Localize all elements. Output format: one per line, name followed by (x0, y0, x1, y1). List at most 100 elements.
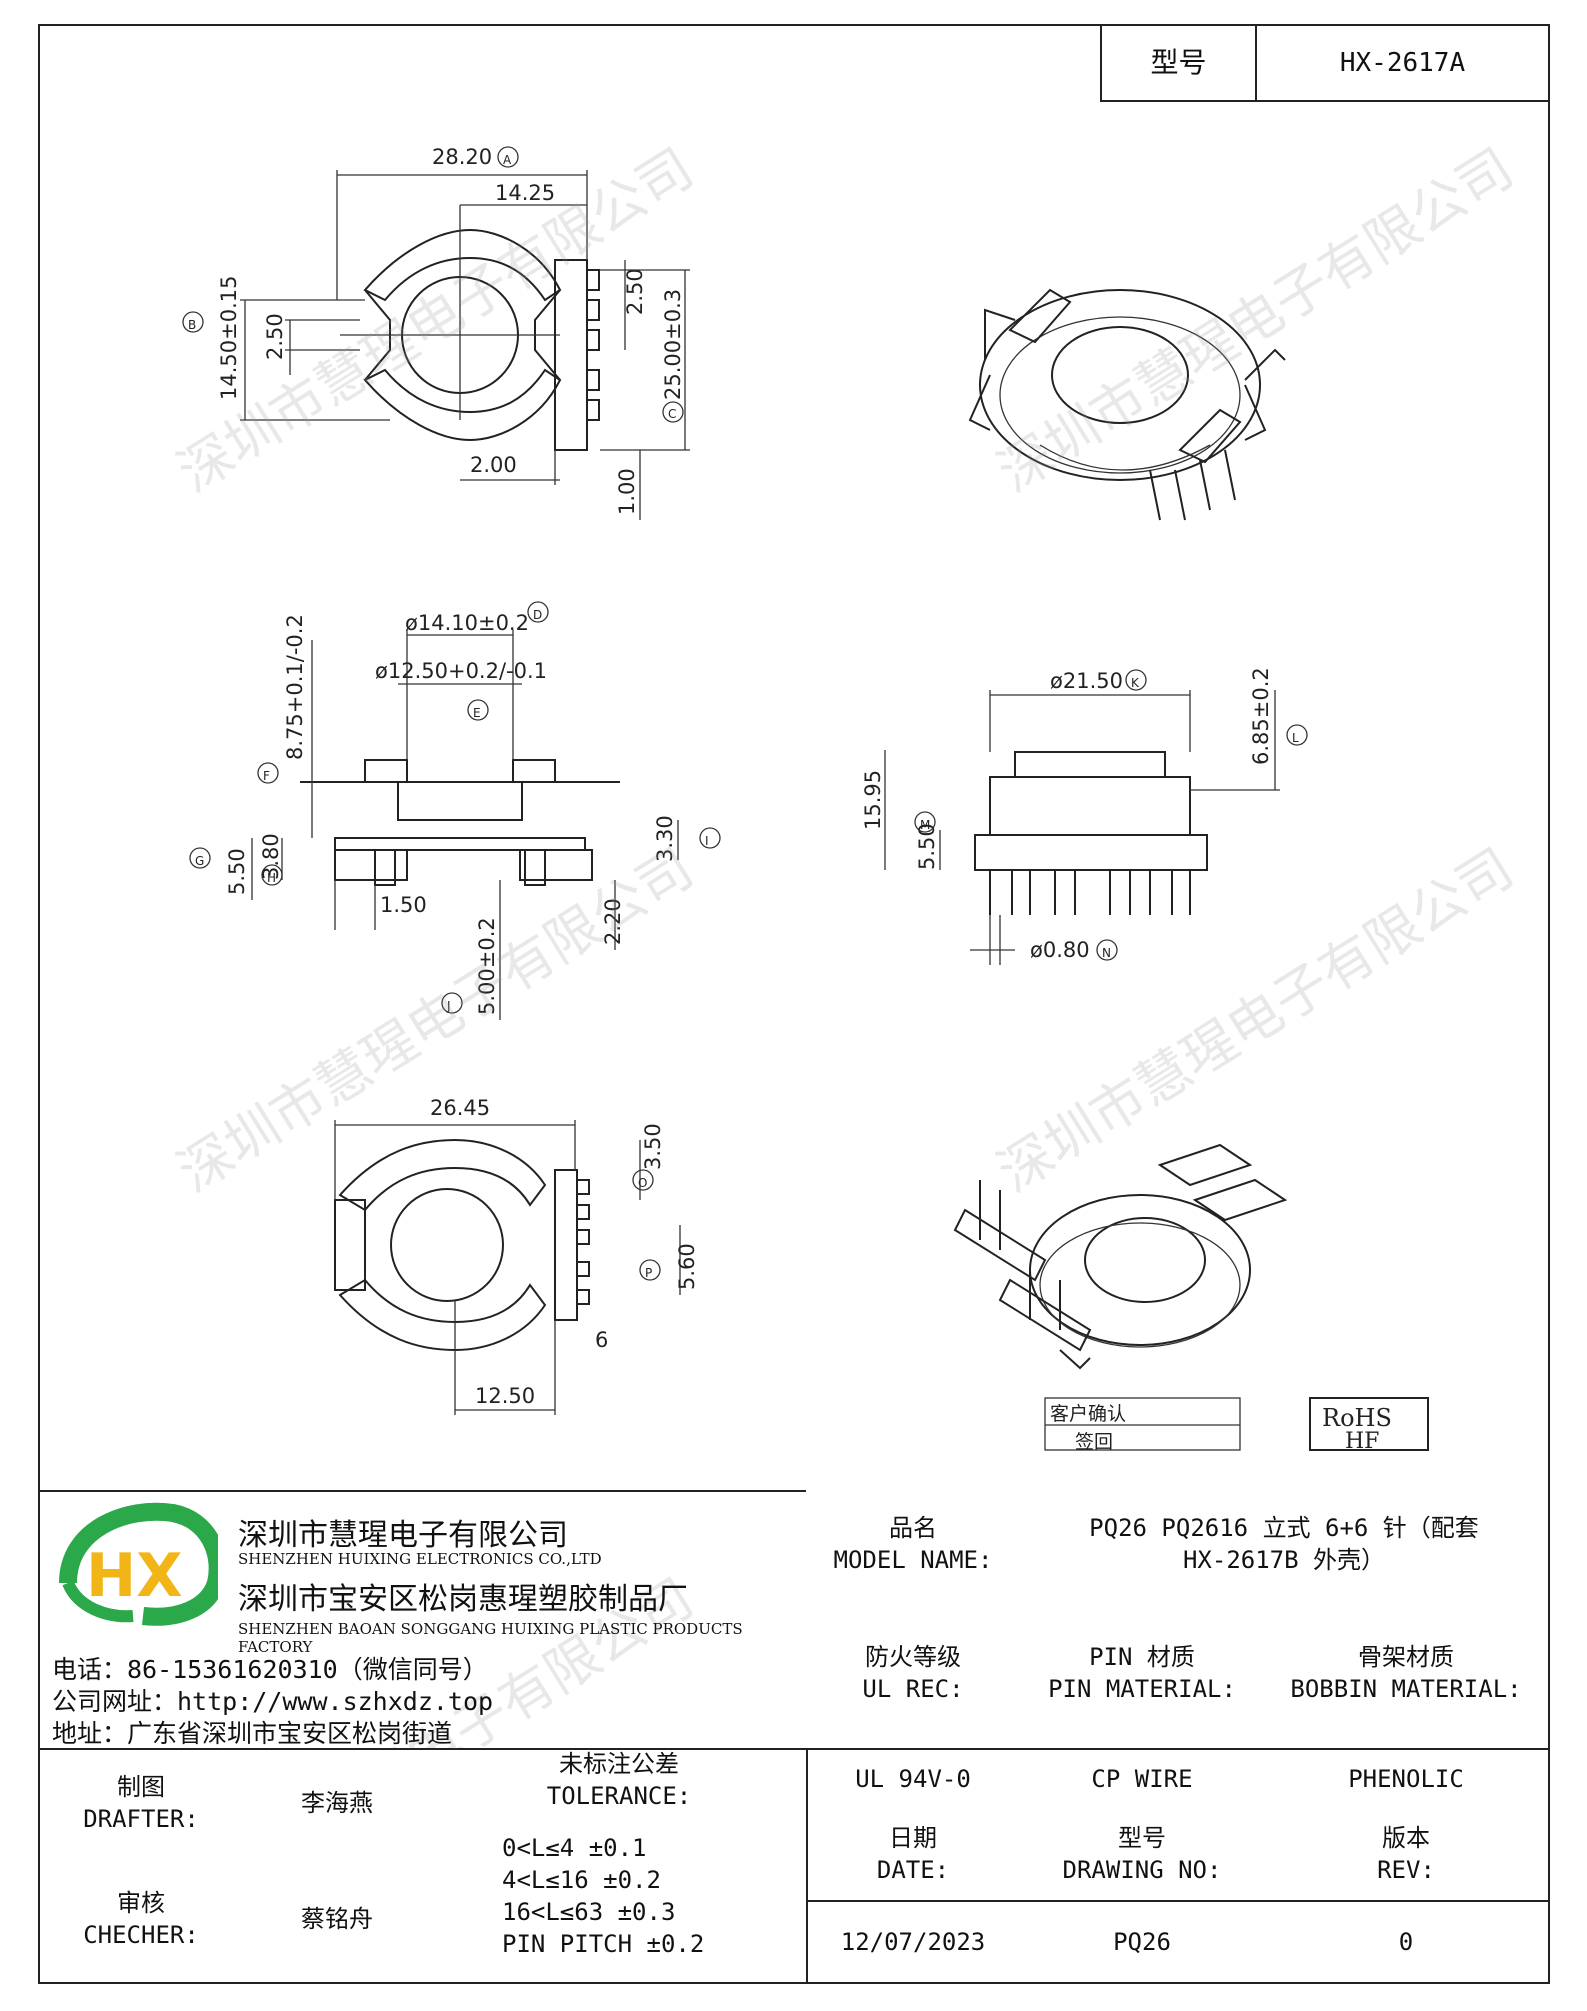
drawing-value-cell: PQ26 (1020, 1900, 1266, 1984)
ul-label-cn: 防火等级 (865, 1643, 961, 1671)
marker-b: B (188, 318, 196, 332)
company-address: 地址：广东省深圳市宝安区松岗街道 (52, 1719, 453, 1748)
dim-26-45: 26.45 (430, 1096, 490, 1120)
marker-p: P (645, 1266, 652, 1280)
date-value-cell: 12/07/2023 (806, 1900, 1022, 1984)
dim-5-50-front: 5.50 (915, 823, 939, 870)
iso-view-bottom (953, 1143, 1288, 1370)
header-model-value-cell: HX-2617A (1257, 24, 1550, 102)
factory-name-en: SHENZHEN BAOAN SONGGANG HUIXING PLASTIC … (238, 1620, 743, 1656)
marker-h: H (267, 871, 276, 885)
header-model-value: HX-2617A (1339, 48, 1466, 78)
bobbin-label-en: BOBBIN MATERIAL: (1290, 1675, 1522, 1703)
drafter-label-cell: 制图 DRAFTER: (38, 1748, 244, 1858)
tolerance-label-cn: 未标注公差 (559, 1750, 679, 1778)
header-model-label-cell: 型号 (1100, 24, 1257, 102)
pin-label-cn: PIN 材质 (1089, 1643, 1195, 1671)
rev-label-cn: 版本 (1382, 1824, 1430, 1852)
front-view: ø21.50 K 6.85±0.2 L 15.95 5.50 M ø0.80 N (861, 667, 1308, 965)
drafter-value: 李海燕 (301, 1789, 373, 1817)
marker-j: J (446, 999, 451, 1013)
dim-6-85: 6.85±0.2 (1249, 667, 1273, 765)
dim-1-00: 1.00 (615, 468, 639, 515)
dim-21-50: ø21.50 (1050, 669, 1123, 693)
marker-l: L (1292, 731, 1299, 745)
marker-n: N (1102, 946, 1111, 960)
dim-3-50: 3.50 (641, 1123, 665, 1170)
tolerance-label-en: TOLERANCE: (546, 1782, 692, 1810)
dim-14-10: ø14.10±0.2 (405, 611, 529, 635)
pin-value-cell: CP WIRE (1020, 1748, 1266, 1810)
dim-25-00: 25.00±0.3 (661, 289, 685, 400)
date-label-en: DATE: (876, 1856, 950, 1884)
marker-c: C (668, 407, 676, 421)
drawing-label-cn: 型号 (1118, 1824, 1166, 1852)
pin-value: CP WIRE (1091, 1765, 1193, 1793)
marker-m: M (920, 818, 930, 832)
ul-value: UL 94V-0 (855, 1765, 971, 1793)
dim-5-50: 5.50 (225, 848, 249, 895)
drawing-label-en: DRAWING NO: (1062, 1856, 1222, 1884)
rev-label-cell: 版本 REV: (1264, 1808, 1550, 1902)
dim-14-50: 14.50±0.15 (217, 276, 241, 400)
company-logo: HX (59, 1502, 218, 1626)
marker-e: E (473, 706, 481, 720)
ul-label-en: UL REC: (862, 1675, 964, 1703)
dim-3-30: 3.30 (653, 815, 677, 862)
dim-2-20: 2.20 (601, 898, 625, 945)
marker-g: G (195, 854, 204, 868)
dim-12-50: ø12.50+0.2/-0.1 (375, 659, 547, 683)
drafter-value-cell: 李海燕 (242, 1748, 434, 1858)
tolerance-line-2: 4<L≤16 ±0.2 (502, 1866, 661, 1894)
model-name-label-en: MODEL NAME: (833, 1546, 993, 1574)
company-name-en: SHENZHEN HUIXING ELECTRONICS CO.,LTD (238, 1550, 602, 1568)
customer-confirm-text: 客户确认 (1050, 1403, 1126, 1425)
dim-5-00: 5.00±0.2 (475, 917, 499, 1015)
pin-label-en: PIN MATERIAL: (1048, 1675, 1236, 1703)
bottom-view: 26.45 3.50 O 5.60 P 6 12.50 (334, 1096, 699, 1415)
dim-2-00: 2.00 (470, 453, 517, 477)
pin-6-label: 6 (595, 1328, 608, 1352)
marker-o: O (638, 1176, 647, 1190)
dim-5-60: 5.60 (675, 1243, 699, 1290)
pin-label-cell: PIN 材质 PIN MATERIAL: (1020, 1598, 1266, 1750)
technical-drawing: 28.20 A 14.25 14.50±0.15 B 2.50 2.50 25.… (182, 145, 1429, 1454)
company-block: HX 深圳市慧瑆电子有限公司 SHENZHEN HUIXING ELECTRON… (38, 1490, 808, 1750)
header-model-label: 型号 (1150, 46, 1207, 79)
factory-name-cn: 深圳市宝安区松岗惠瑆塑胶制品厂 (238, 1582, 688, 1617)
tolerance-values-cell: 0<L≤4 ±0.1 4<L≤16 ±0.2 16<L≤63 ±0.3 PIN … (432, 1810, 808, 1984)
ul-value-cell: UL 94V-0 (806, 1748, 1022, 1810)
model-name-value-cell: PQ26 PQ2616 立式 6+6 针（配套 HX-2617B 外壳） (1020, 1490, 1550, 1600)
checker-value: 蔡铭舟 (301, 1905, 373, 1933)
company-website[interactable]: 公司网址：http://www.szhxdz.top (52, 1687, 494, 1716)
customer-confirm-stamp: 客户确认 签回 (1044, 1397, 1241, 1453)
date-value: 12/07/2023 (840, 1928, 986, 1956)
iso-view-top (968, 288, 1286, 521)
drawing-value: PQ26 (1113, 1928, 1171, 1956)
drafter-label-cn: 制图 (117, 1773, 165, 1801)
model-name-label-cell: 品名 MODEL NAME: (806, 1490, 1022, 1600)
dim-8-75: 8.75+0.1/-0.2 (283, 614, 307, 760)
ul-label-cell: 防火等级 UL REC: (806, 1598, 1022, 1750)
date-label-cn: 日期 (889, 1824, 937, 1852)
dim-2-50-left: 2.50 (263, 313, 287, 360)
dim-1-50: 1.50 (380, 893, 427, 917)
logo-text: HX (86, 1541, 182, 1611)
tolerance-label-cell: 未标注公差 TOLERANCE: (432, 1748, 808, 1812)
date-label-cell: 日期 DATE: (806, 1808, 1022, 1902)
rev-value: 0 (1398, 1928, 1414, 1956)
drafter-label-en: DRAFTER: (83, 1805, 199, 1833)
rev-label-en: REV: (1377, 1856, 1435, 1884)
marker-a: A (503, 153, 512, 167)
marker-d: D (533, 608, 542, 622)
rohs-stamp: RoHS HF (1309, 1397, 1429, 1454)
checker-label-en: CHECHER: (83, 1921, 199, 1949)
checker-value-cell: 蔡铭舟 (242, 1856, 434, 1984)
bobbin-value: PHENOLIC (1348, 1765, 1464, 1793)
hf-text: HF (1345, 1429, 1379, 1454)
marker-f: F (263, 769, 270, 783)
dim-28-20: 28.20 (432, 145, 492, 169)
company-name-cn: 深圳市慧瑆电子有限公司 (238, 1518, 568, 1553)
bobbin-value-cell: PHENOLIC (1264, 1748, 1550, 1810)
title-block (38, 1490, 1550, 1984)
